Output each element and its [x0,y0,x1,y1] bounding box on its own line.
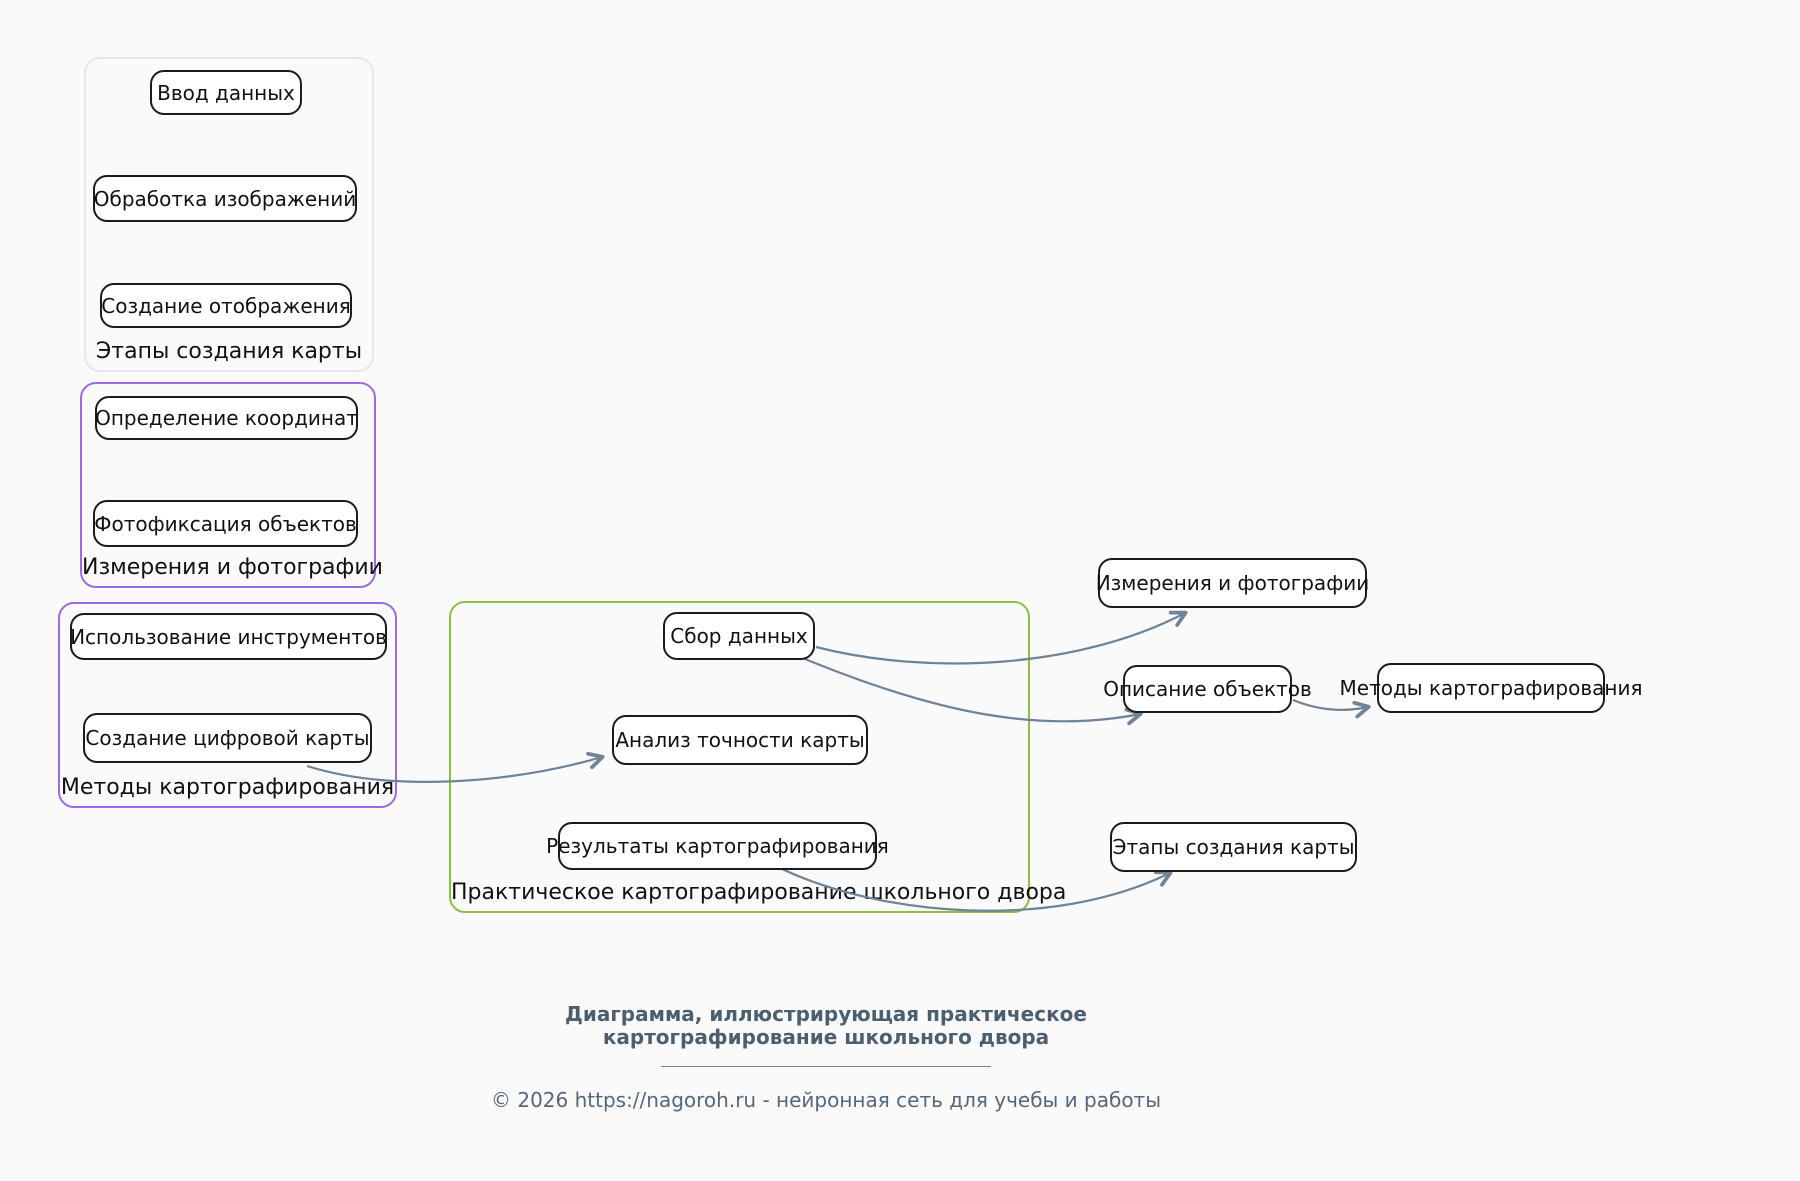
node-opisanie-obektov: Описание объектов [1103,665,1312,713]
node-metody-kartografirovaniya: Методы картографирования [1340,663,1643,713]
node-analiz-tochnosti-karty: Анализ точности карты [612,715,868,765]
node-sozdanie-cifrovoy-karty: Создание цифровой карты [83,713,372,763]
node-etapy-sozdaniya-karty: Этапы создания карты [1110,822,1357,872]
node-sbor-dannyh: Сбор данных [663,612,815,660]
node-fotofiksaciya-obektov: Фотофиксация объектов [93,500,358,547]
node-ispolzovanie-instrumentov: Использование инструментов [70,613,387,660]
edge-sbor-to-opisanie [804,657,1143,726]
group-methods: Методы картографирования [58,602,397,808]
group-measurements: Измерения и фотографии [80,382,383,588]
footer-divider [661,1066,991,1067]
group-stages: Этапы создания карты [84,57,374,372]
diagram-title-line2: картографирование школьного двора [602,1025,1050,1049]
group-label-practical: Практическое картографирование школьного… [451,880,1067,905]
node-sozdanie-otobrazheniya: Создание отображения [100,283,352,328]
node-izmereniya-i-fotografii: Измерения и фотографии [1096,558,1369,608]
node-rezultaty-kartografirovaniya: Результаты картографирования [546,822,889,870]
edge-sbor-to-izmereniya [815,610,1188,665]
node-obrabotka-izobrazheniy: Обработка изображений [93,175,357,222]
group-label-methods: Методы картографирования [60,775,395,800]
node-opredelenie-koordinat: Определение координат [95,396,358,440]
group-label-stages: Этапы создания карты [95,339,363,364]
edge-rezultaty-to-etapy [781,868,1173,912]
diagram-footer: Диаграмма, иллюстрирующая практическое к… [426,1003,1226,1113]
edge-opisanie-to-metody [1292,698,1371,719]
node-vvod-dannyh: Ввод данных [150,70,302,115]
copyright-text: © 2026 https://nagoroh.ru - нейронная се… [490,1088,1161,1112]
group-practical: Практическое картографирование школьного… [449,601,1067,913]
diagram-title: Диаграмма, иллюстрирующая практическое к… [426,1003,1226,1049]
group-label-measurements: Измерения и фотографии [82,555,383,580]
diagram-title-line1: Диаграмма, иллюстрирующая практическое [565,1002,1087,1026]
edge-cifrovaya-to-analiz [306,751,605,783]
